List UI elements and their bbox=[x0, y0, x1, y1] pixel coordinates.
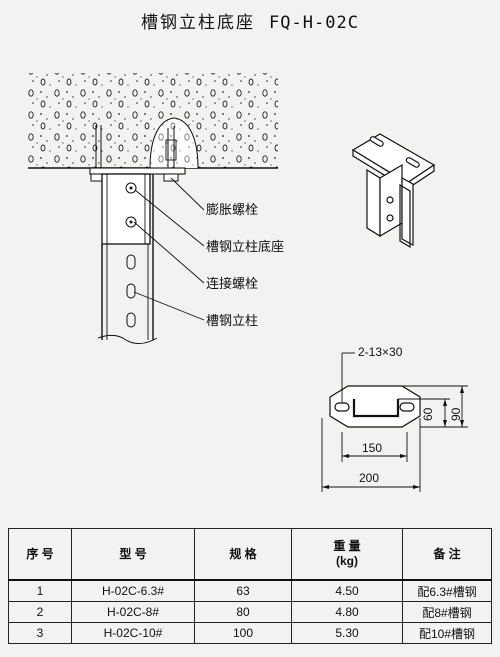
drawing-title-code: FQ-H-02C bbox=[269, 13, 359, 33]
cell-weight: 5.30 bbox=[291, 622, 403, 644]
cell-spec: 63 bbox=[194, 579, 292, 602]
spec-table: 序 号 型 号 规 格 重 量 (kg) 备 注 1 H-02C-6.3# 63… bbox=[8, 528, 492, 644]
cell-model: H-02C-10# bbox=[71, 622, 195, 644]
cell-remark: 配6.3#槽钢 bbox=[402, 579, 492, 602]
dim-overall-length: 200 bbox=[359, 471, 380, 485]
cell-weight: 4.80 bbox=[291, 601, 403, 623]
header-no: 序 号 bbox=[8, 528, 72, 581]
dim-hole-spacing: 150 bbox=[362, 441, 383, 455]
table-header-row: 序 号 型 号 规 格 重 量 (kg) 备 注 bbox=[8, 528, 492, 581]
table-row: 1 H-02C-6.3# 63 4.50 配6.3#槽钢 bbox=[8, 579, 492, 602]
table-row: 3 H-02C-10# 100 5.30 配10#槽钢 bbox=[8, 622, 492, 644]
label-channel-column: 槽钢立柱 bbox=[206, 314, 259, 329]
label-expansion-bolt: 膨胀螺栓 bbox=[206, 203, 259, 218]
dim-holes: 2-13×30 bbox=[358, 345, 403, 359]
plan-channel bbox=[352, 399, 400, 418]
dimension-arrows bbox=[322, 386, 464, 489]
cell-spec: 80 bbox=[194, 601, 292, 623]
cell-spec: 100 bbox=[194, 622, 292, 644]
header-weight-label: 重 量 bbox=[333, 539, 361, 553]
header-weight: 重 量 (kg) bbox=[291, 528, 403, 581]
label-column-base: 槽钢立柱底座 bbox=[206, 240, 285, 255]
cell-remark: 配10#槽钢 bbox=[402, 622, 492, 644]
dim-inner-height: 60 bbox=[421, 407, 435, 421]
label-connecting-bolt: 连接螺栓 bbox=[206, 277, 259, 292]
plan-view bbox=[329, 385, 421, 428]
header-weight-unit: (kg) bbox=[336, 554, 358, 568]
channel-steel-column bbox=[97, 173, 158, 344]
plan-slot-right bbox=[399, 402, 415, 412]
cell-no: 1 bbox=[8, 579, 72, 602]
header-model: 型 号 bbox=[71, 528, 195, 581]
drawing-title: 槽钢立柱底座 FQ-H-02C bbox=[0, 8, 500, 33]
header-spec: 规 格 bbox=[194, 528, 292, 581]
leader-lines bbox=[133, 177, 205, 321]
cell-no: 2 bbox=[8, 601, 72, 623]
drawing-title-name: 槽钢立柱底座 bbox=[141, 13, 256, 33]
dim-overall-height: 90 bbox=[449, 407, 463, 421]
cell-model: H-02C-8# bbox=[71, 601, 195, 623]
base-plate-side bbox=[89, 167, 186, 182]
cell-weight: 4.50 bbox=[291, 579, 403, 602]
plan-slot-left bbox=[334, 402, 350, 412]
cell-no: 3 bbox=[8, 622, 72, 644]
isometric-view bbox=[351, 133, 436, 249]
cell-remark: 配8#槽钢 bbox=[402, 601, 492, 623]
table-row: 2 H-02C-8# 80 4.80 配8#槽钢 bbox=[8, 601, 492, 623]
header-remark: 备 注 bbox=[402, 528, 492, 581]
technical-drawing bbox=[28, 73, 468, 492]
column-base-connector bbox=[101, 173, 151, 245]
cell-model: H-02C-6.3# bbox=[71, 579, 195, 602]
